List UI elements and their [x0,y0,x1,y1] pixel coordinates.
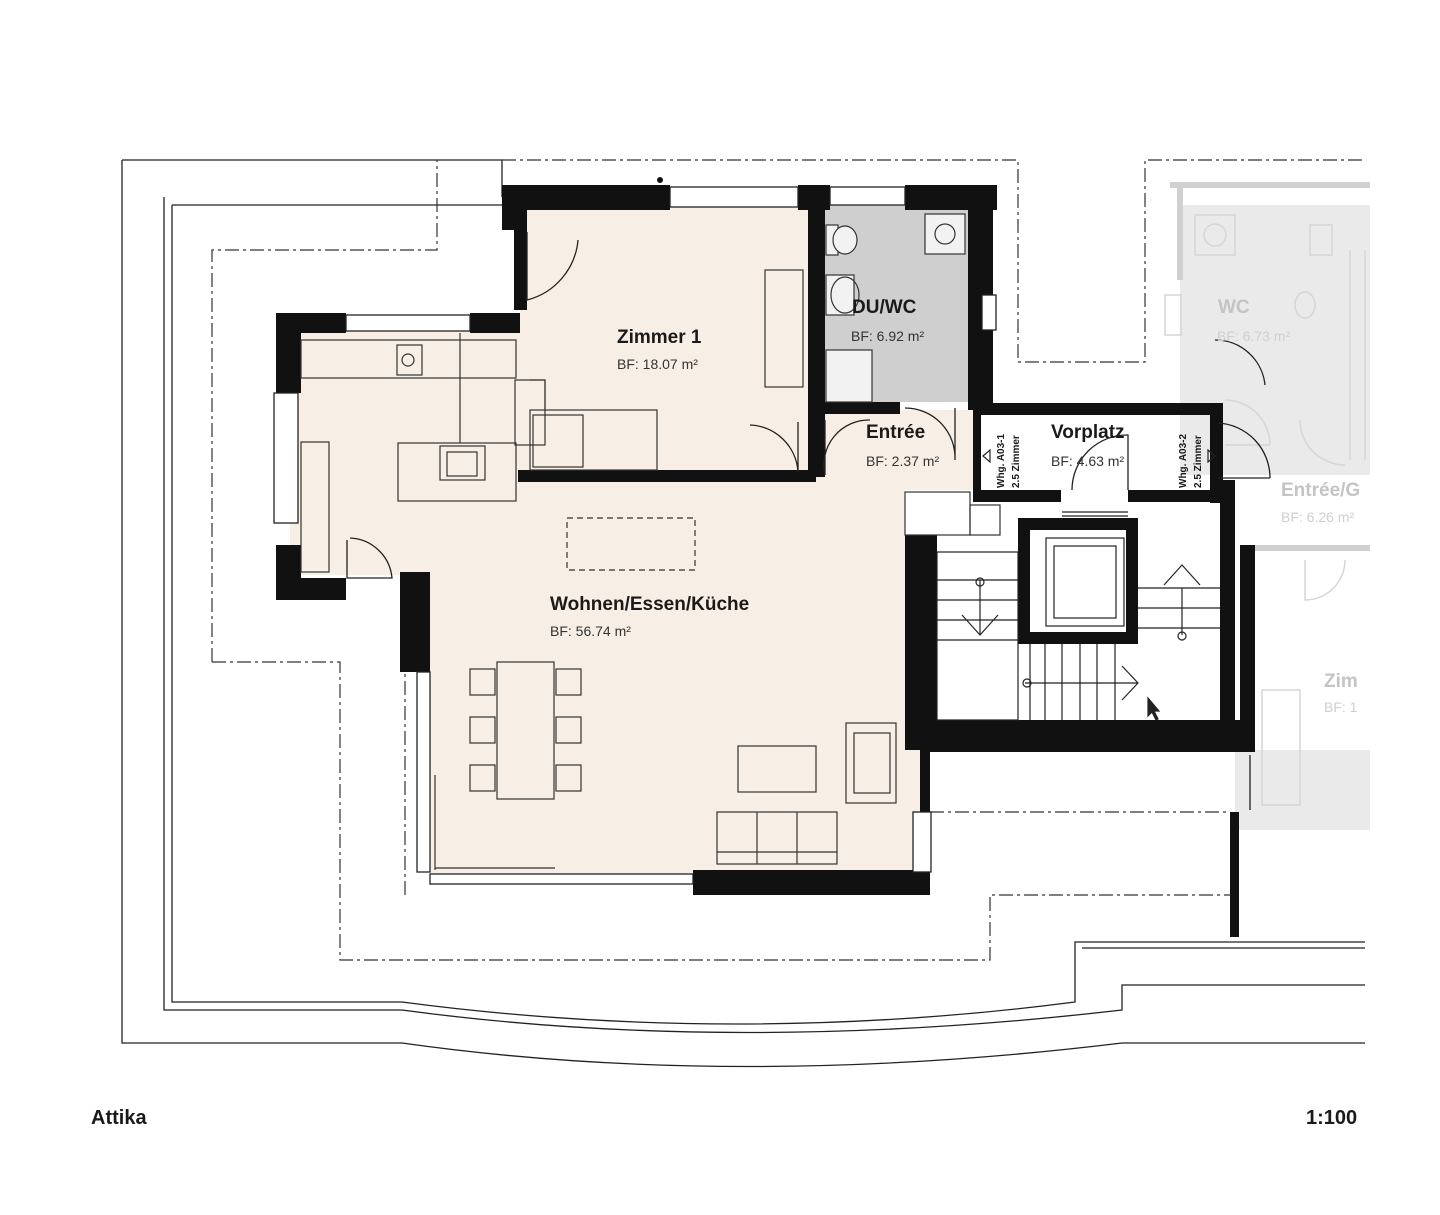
dining-table [496,661,555,800]
room-area-entree: BF: 2.37 m² [866,453,939,469]
elevator [1045,537,1125,627]
room-name-entree: Entrée [866,422,925,443]
unit-label-a03-1-rooms: 2.5 Zimmer [1011,435,1022,488]
neighbor-area-entree: BF: 6.26 m² [1281,509,1354,525]
scale-label: 1:100 [1306,1107,1358,1129]
neighbor-labels: WC BF: 6.73 m² Entrée/G BF: 6.26 m² Zim … [1217,297,1360,715]
doors [346,232,1271,810]
staircase [936,537,1220,721]
entree-floor [815,410,975,490]
terrace-outline [121,159,1365,1068]
neighbor-area-zimmer: BF: 1 [1324,699,1358,715]
room-name-zimmer: Zimmer 1 [617,327,702,348]
living-floor [290,205,920,880]
room-name-vorplatz: Vorplatz [1051,422,1125,443]
neighbor-name-entree: Entrée/G [1281,480,1360,501]
wardrobe [764,269,804,388]
sofa [716,811,838,865]
room-name-duwc: DU/WC [852,297,917,318]
room-area-wohnen: BF: 56.74 m² [550,623,631,639]
floor-label: Attika [91,1107,147,1129]
room-area-zimmer: BF: 18.07 m² [617,356,698,372]
unit-label-a03-1: Whg. A03-1 [996,433,1007,488]
kitchen [300,333,546,573]
entree-storage [904,491,1001,536]
roof-outline [211,159,1365,961]
room-name-wohnen: Wohnen/Essen/Küche [550,594,749,615]
armchair [845,722,897,804]
neighbor-name-zimmer: Zim [1324,671,1358,692]
living-furniture [434,517,897,870]
bed [529,409,658,471]
neighbor-area-wc: BF: 6.73 m² [1217,328,1290,344]
unit-label-a03-2-rooms: 2.5 Zimmer [1193,435,1204,488]
marker-dot [657,177,663,183]
room-labels: Zimmer 1 BF: 18.07 m² DU/WC BF: 6.92 m² … [550,297,1125,639]
unit-markers [982,448,1216,464]
room-area-duwc: BF: 6.92 m² [851,328,924,344]
unit-labels: Whg. A03-1 2.5 Zimmer Whg. A03-2 2.5 Zim… [996,433,1204,488]
walls [276,185,1255,937]
windows [273,186,997,885]
neighbor-name-wc: WC [1218,297,1250,318]
bath-fixtures [825,213,966,403]
room-area-vorplatz: BF: 4.63 m² [1051,453,1124,469]
unit-label-a03-2: Whg. A03-2 [1178,433,1189,488]
